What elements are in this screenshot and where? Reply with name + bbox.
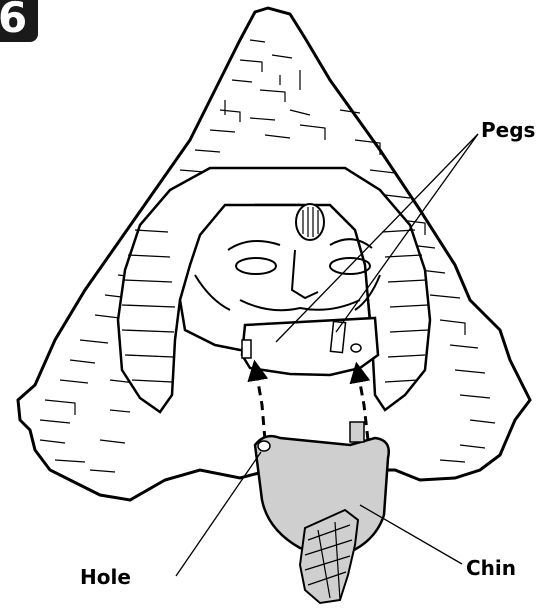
- chin-label: Chin: [466, 556, 516, 580]
- right-peg: [330, 321, 345, 352]
- pegs-label: Pegs: [481, 118, 535, 142]
- hole-label: Hole: [80, 565, 131, 589]
- cobra-emblem: [296, 204, 324, 240]
- chin-peg: [350, 422, 364, 442]
- peg-hole: [351, 344, 361, 352]
- left-peg: [242, 340, 251, 358]
- chin-hole: [258, 441, 270, 451]
